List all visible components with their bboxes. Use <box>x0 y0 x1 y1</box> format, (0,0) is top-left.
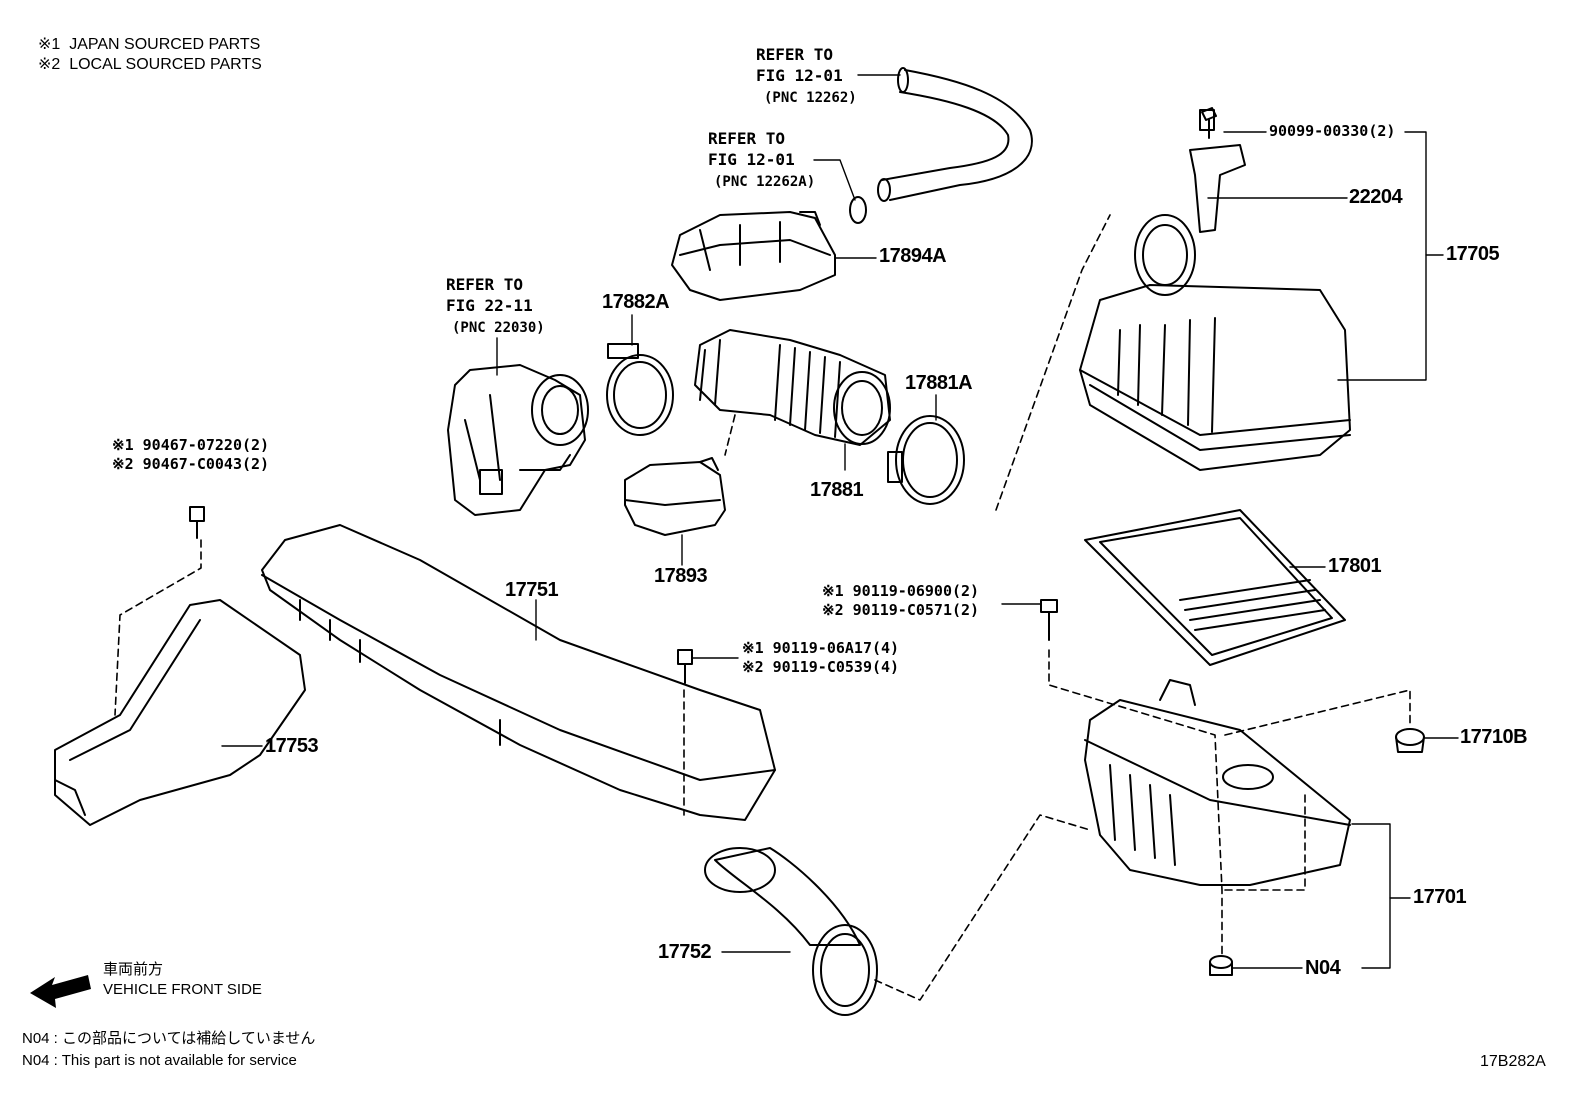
legend-local: ※2 LOCAL SOURCED PARTS <box>38 56 262 73</box>
assembly-lines <box>114 214 1411 1001</box>
leader-lines <box>221 74 1459 969</box>
label-22204: 22204 <box>1349 186 1403 208</box>
legend-japan: ※1 JAPAN SOURCED PARTS <box>38 36 261 53</box>
bolt-90119-b-japan: ※1 90119-06A17(4) <box>742 639 900 657</box>
label-17710B: 17710B <box>1460 726 1528 748</box>
ref-upper-hose-pnc: (PNC 12262) <box>764 90 857 106</box>
throttle-body-drawing <box>447 364 589 516</box>
air-inlet-drawing <box>54 599 306 826</box>
direction-jp: 車両前方 <box>103 961 164 978</box>
resonator-cap-drawing <box>671 211 836 301</box>
label-17752: 17752 <box>658 941 712 963</box>
bolt-90467-japan: ※1 90467-07220(2) <box>112 436 270 454</box>
bolt-90119-a-japan: ※1 90119-06900(2) <box>822 582 980 600</box>
label-17801: 17801 <box>1328 555 1382 577</box>
upper-hose-drawing <box>849 67 1033 224</box>
label-17881: 17881 <box>810 479 864 501</box>
front-arrow-icon <box>30 975 91 1008</box>
n04-part-drawing <box>1209 955 1233 976</box>
clamp-17882A-drawing <box>606 343 674 436</box>
ref-clip-line1: REFER TO <box>708 129 786 148</box>
label-17894A: 17894A <box>879 245 947 267</box>
bolt-90119-06A17-drawing <box>677 649 693 684</box>
ref-throttle-line2: FIG 22-11 <box>446 296 533 315</box>
ref-upper-hose-line1: REFER TO <box>756 45 834 64</box>
grommet-17710B-drawing <box>1395 728 1425 753</box>
label-17751: 17751 <box>505 579 559 601</box>
label-N04: N04 <box>1305 957 1341 979</box>
label-17882A: 17882A <box>602 291 670 313</box>
label-90099: 90099-00330(2) <box>1269 122 1396 140</box>
ref-throttle-pnc: (PNC 22030) <box>452 320 545 336</box>
air-flow-meter-drawing <box>1189 109 1246 233</box>
ref-clip-line2: FIG 12-01 <box>708 150 795 169</box>
footnote-en: N04 : This part is not available for ser… <box>22 1052 297 1069</box>
direction-en: VEHICLE FRONT SIDE <box>103 981 262 998</box>
label-17701: 17701 <box>1413 886 1467 908</box>
air-cleaner-cap-drawing <box>1079 214 1351 471</box>
bolt-90119-06900-drawing <box>1040 599 1058 641</box>
bolt-90467-drawing <box>189 506 205 539</box>
label-17705: 17705 <box>1446 243 1500 265</box>
intake-duct-drawing <box>261 524 776 821</box>
bolt-90119-a-local: ※2 90119-C0571(2) <box>822 601 980 619</box>
label-17881A: 17881A <box>905 372 973 394</box>
lower-hose-drawing <box>704 847 878 1016</box>
ref-clip-pnc: (PNC 12262A) <box>714 174 816 190</box>
bolt-90099-drawing <box>1201 107 1217 139</box>
ref-upper-hose-line2: FIG 12-01 <box>756 66 843 85</box>
resonator-17893-drawing <box>624 457 726 536</box>
figure-code: 17B282A <box>1480 1053 1546 1070</box>
ref-throttle-line1: REFER TO <box>446 275 524 294</box>
bolt-90119-b-local: ※2 90119-C0539(4) <box>742 658 900 676</box>
label-17893: 17893 <box>654 565 708 587</box>
bellows-hose-drawing <box>694 329 891 446</box>
clamp-17881A-drawing <box>887 415 965 505</box>
air-cleaner-case-drawing <box>1084 679 1351 886</box>
footnote-jp: N04 : この部品については補給していません <box>22 1030 316 1047</box>
bolt-90467-local: ※2 90467-C0043(2) <box>112 455 270 473</box>
label-17753: 17753 <box>265 735 319 757</box>
filter-element-drawing <box>1084 509 1346 666</box>
